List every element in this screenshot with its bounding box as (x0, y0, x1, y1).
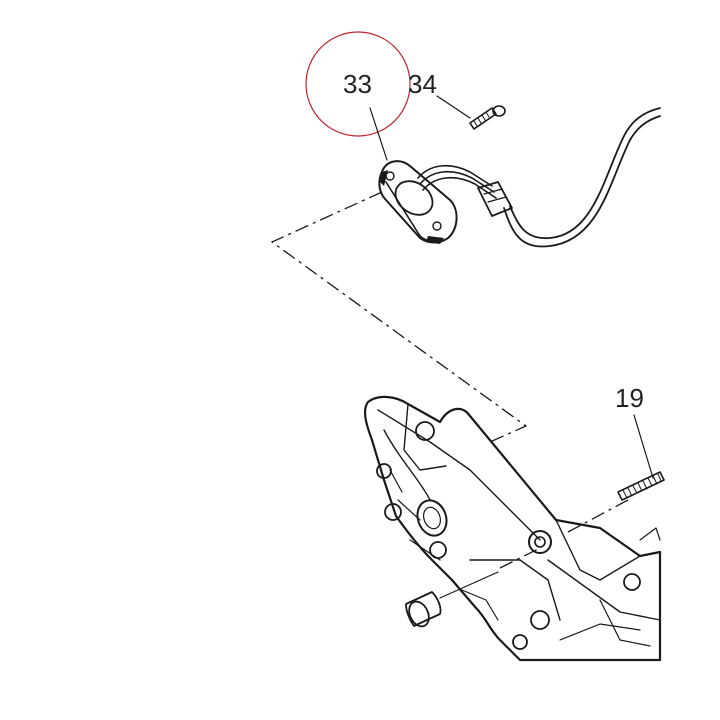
sensor-plate-part-33 (378, 107, 661, 248)
gear-housing-casting (363, 395, 662, 662)
leader-line-collar (439, 571, 499, 599)
callout-34: 34 (408, 69, 437, 99)
callout-19: 19 (615, 383, 644, 413)
leader-line-33 (369, 107, 388, 161)
stud-part-19 (617, 471, 665, 501)
assembly-guide-lines (270, 191, 629, 569)
leader-line-19 (633, 414, 654, 479)
callout-33: 33 (343, 69, 372, 99)
screw-part-34 (469, 105, 506, 130)
leader-line-34 (436, 95, 471, 119)
collar-bushing (405, 591, 442, 628)
highlight-circle (305, 31, 411, 137)
